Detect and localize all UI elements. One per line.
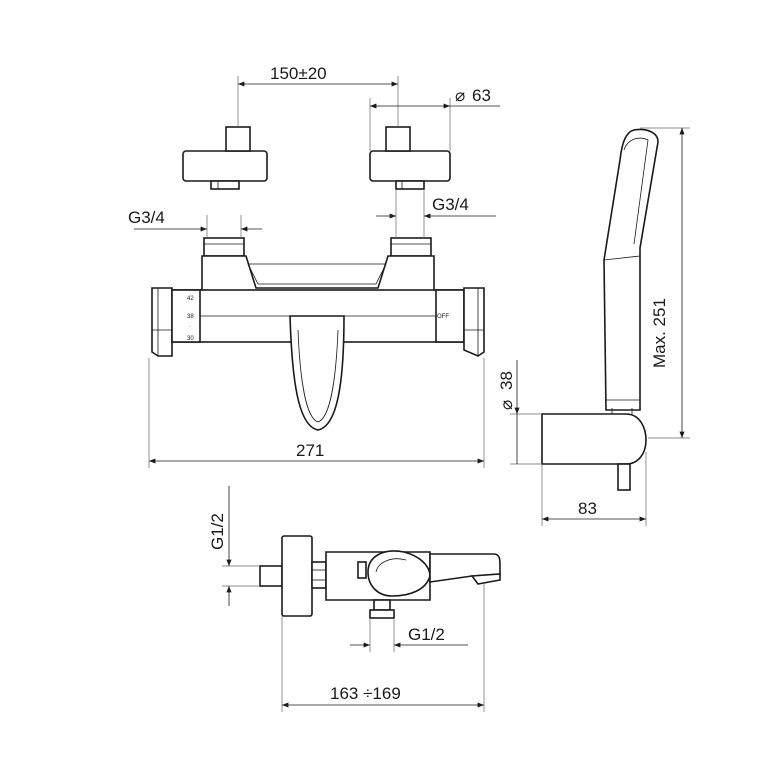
dial-mark-38: 38	[187, 314, 194, 320]
diameter-symbol-63: ⌀	[455, 86, 465, 105]
dim-label-holder-depth: 83	[578, 499, 597, 518]
dim-label-inlet-thread-left: G3/4	[128, 208, 165, 227]
dim-side-projection: 163 ÷169	[281, 584, 485, 712]
left-inlet-nut	[203, 237, 245, 257]
side-view: G1/2 G1/2 163 ÷169	[208, 486, 501, 712]
front-view: 42 38 · 30 OFF 150±20	[128, 64, 500, 468]
side-wall-flange	[281, 535, 313, 617]
side-coupling-nut	[311, 561, 327, 589]
side-spout	[429, 553, 501, 585]
dim-holder-depth: 83	[541, 452, 647, 526]
handshower	[603, 128, 659, 418]
handshower-view: Max. 251 ⌀ 38 83	[497, 127, 690, 526]
dim-cover-diameter: ⌀ 63	[369, 86, 500, 151]
dim-inlet-thread-left: G3/4	[128, 208, 262, 238]
dim-holder-diameter: ⌀ 38	[497, 360, 542, 465]
dim-label-cover-diameter: 63	[472, 86, 491, 105]
right-inlet-nut	[390, 237, 432, 257]
dim-label-holder-diameter: 38	[497, 371, 516, 390]
diameter-symbol-38: ⌀	[497, 400, 516, 410]
side-inlet-connector	[259, 565, 283, 587]
dial-mark-dot: ·	[189, 324, 191, 330]
right-wall-flange	[369, 126, 451, 190]
dim-label-side-projection: 163 ÷169	[330, 684, 401, 703]
dim-overall-width: 271	[148, 358, 485, 468]
diverter-off-label: OFF	[437, 314, 449, 320]
dim-inlet-thread-right: G3/4	[376, 189, 496, 238]
dial-mark-30: 30	[187, 336, 194, 342]
handshower-holder	[541, 413, 647, 491]
side-outlet-connector	[369, 599, 395, 619]
dim-label-overall-width: 271	[296, 441, 324, 460]
dim-label-inlet-thread-right: G3/4	[432, 195, 469, 214]
dim-label-side-inlet-thread: G1/2	[208, 513, 227, 550]
dim-side-inlet-thread: G1/2	[208, 486, 260, 606]
dim-center-distance: 150±20	[237, 64, 399, 127]
thermostatic-knob: 42 38 · 30	[151, 287, 201, 357]
dim-side-outlet-thread: G1/2	[350, 618, 468, 652]
dim-max-height: Max. 251	[640, 127, 690, 439]
dial-mark-42: 42	[187, 296, 194, 302]
dim-label-side-outlet-thread: G1/2	[408, 625, 445, 644]
mixer-bridge	[201, 255, 435, 293]
dim-label-max-height: Max. 251	[650, 298, 669, 368]
left-wall-flange	[182, 126, 268, 190]
diverter-knob: OFF	[435, 287, 485, 357]
spout-lever	[289, 315, 345, 431]
dim-label-center-distance: 150±20	[270, 64, 327, 83]
